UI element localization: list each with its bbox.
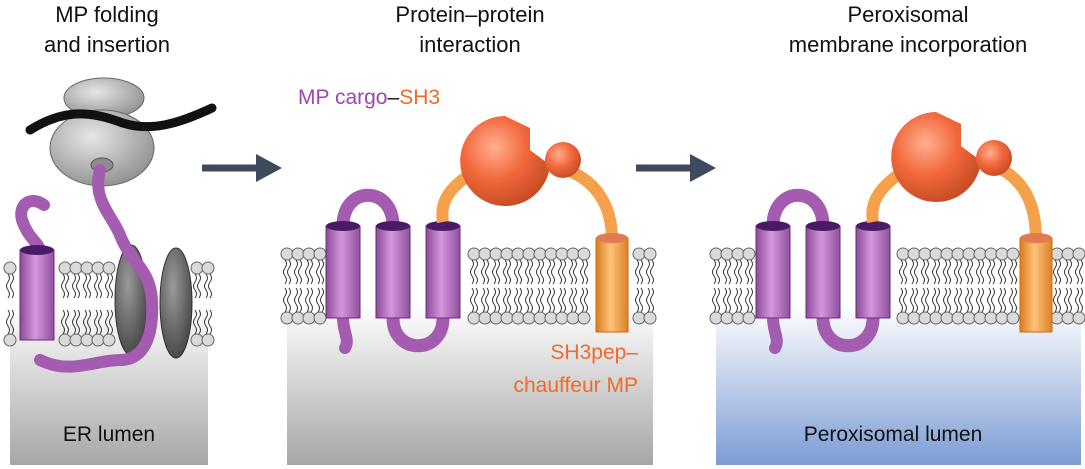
chauffeur-label-line1: SH3pep– bbox=[550, 341, 638, 364]
chauffeur-mp-panel2 bbox=[545, 142, 629, 333]
panel1-title-line2: and insertion bbox=[44, 32, 170, 57]
chauffeur-label-line2: chauffeur MP bbox=[513, 374, 638, 397]
er-lumen-label: ER lumen bbox=[63, 423, 155, 446]
mp-cargo-panel3 bbox=[755, 188, 891, 354]
panel3-title-line1: Peroxisomal bbox=[847, 2, 968, 27]
arrow-right-icon-2 bbox=[636, 154, 716, 182]
sh3-domain-panel2 bbox=[436, 116, 550, 224]
panel1-title-line1: MP folding bbox=[55, 2, 159, 27]
sh3-domain-panel3 bbox=[866, 112, 981, 224]
chauffeur-mp-panel3 bbox=[976, 140, 1053, 333]
mrna-strand bbox=[25, 103, 217, 135]
mp-cargo-label: MP cargo–SH3 bbox=[298, 86, 440, 109]
panel2-title-line2: interaction bbox=[419, 32, 521, 57]
panel3-title-line2: membrane incorporation bbox=[789, 32, 1027, 57]
arrow-right-icon bbox=[202, 154, 282, 182]
peroxisomal-lumen-label: Peroxisomal lumen bbox=[804, 423, 983, 446]
panel2-title-line1: Protein–protein bbox=[395, 2, 544, 27]
mp-cargo-panel2 bbox=[325, 188, 461, 354]
nascent-mp-cargo bbox=[15, 164, 159, 373]
